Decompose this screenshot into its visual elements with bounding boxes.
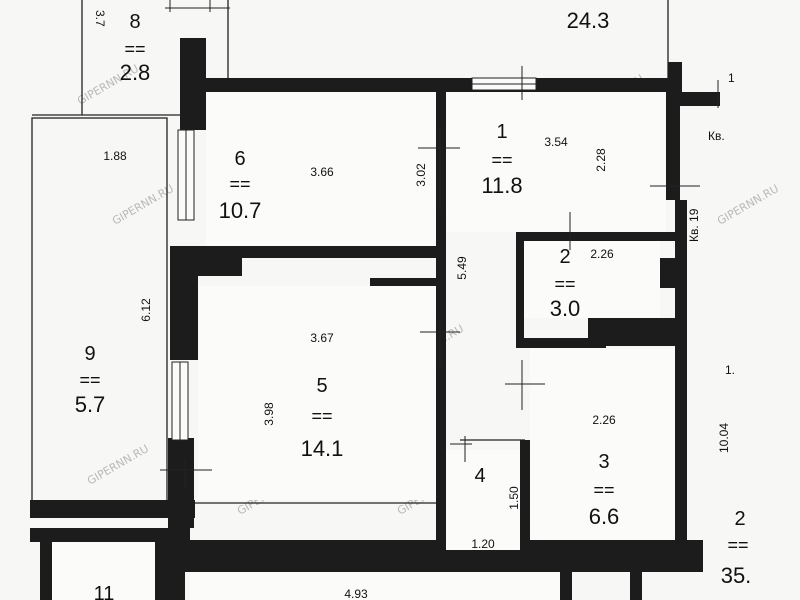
window-mullions (179, 83, 536, 440)
dimension: 2.26 (592, 413, 616, 427)
room-2-interior (524, 241, 660, 318)
walls (30, 38, 720, 600)
dimension: 1.50 (507, 486, 521, 510)
room-area: 5.7 (75, 392, 106, 417)
wall-stub (680, 92, 720, 106)
room-11-interior (52, 542, 155, 600)
dimension: 5.49 (455, 256, 469, 280)
dimension: 3.54 (544, 135, 568, 149)
wall-room6-bottom (190, 246, 436, 258)
dimension: 3.66 (310, 165, 334, 179)
wall-center (436, 86, 446, 556)
wall-room4-right (520, 440, 530, 555)
room-area: 6.6 (589, 504, 620, 529)
room-5-interior (198, 286, 436, 500)
area-marker: == (124, 39, 145, 59)
wall (630, 560, 642, 600)
room-number: 11 (94, 583, 115, 600)
wall-room2-left (516, 232, 524, 342)
area-marker: == (79, 370, 100, 390)
area-marker: == (593, 480, 614, 500)
wall-room3-top (516, 338, 606, 348)
label: Кв. 19 (687, 208, 701, 242)
room-number: 9 (84, 343, 95, 365)
room-area: 10.7 (219, 198, 262, 223)
dimension: 6.12 (139, 298, 153, 322)
wall-right (666, 100, 680, 200)
room-area: 11.8 (481, 173, 522, 198)
door-marks (160, 0, 719, 490)
bottom-room-interior (190, 572, 560, 600)
dimension: 3.98 (262, 402, 276, 426)
labels: 8 == 2.8 3.7 24.3 1 Кв. Кв. 19 1.88 6.12… (75, 8, 752, 600)
dimension: 10.04 (717, 423, 731, 453)
wall (40, 530, 52, 600)
wall (155, 530, 185, 600)
dimension: 4.93 (344, 587, 368, 600)
room-number: 4 (474, 465, 485, 487)
room-6-interior (206, 92, 436, 246)
wall (660, 258, 680, 288)
room-number: 8 (129, 11, 140, 33)
room-number: 2 (559, 246, 570, 268)
wall-room2-top (516, 232, 676, 241)
room-number: 2 (734, 508, 745, 530)
dimension: 3.7 (93, 10, 107, 27)
label: Кв. (708, 129, 725, 143)
dimension: 2.26 (590, 247, 614, 261)
area-marker: == (229, 174, 250, 194)
room-number: 1 (496, 121, 507, 143)
wall-right-lower (675, 200, 687, 560)
dimension: 3.02 (414, 163, 428, 187)
room-4-interior (446, 450, 520, 550)
room-number: 5 (316, 375, 327, 397)
wall (30, 528, 190, 542)
room-1-interior (446, 92, 666, 232)
wall-bottom (183, 540, 703, 572)
room-number: 6 (234, 148, 245, 170)
room-number: 3 (598, 451, 609, 473)
room-interiors (52, 92, 675, 600)
watermark: GIPERNN.RU (715, 182, 781, 228)
top-room-area: 24.3 (567, 8, 610, 33)
label: 1 (728, 71, 735, 85)
area-marker: == (311, 406, 332, 426)
room-area: 2.8 (120, 60, 151, 85)
area-marker: == (554, 274, 575, 294)
area-marker: == (727, 535, 748, 555)
wall (560, 560, 572, 600)
label: 1. (725, 363, 735, 377)
room-3-interior (530, 348, 675, 540)
watermark: GIPERNN.RU (85, 442, 151, 488)
room-area: 14.1 (301, 436, 344, 461)
dimension: 3.67 (310, 331, 334, 345)
wall (668, 62, 682, 102)
dimension: 1.88 (103, 149, 127, 163)
wall (170, 250, 198, 360)
dimension: 2.28 (594, 148, 608, 172)
wall-top (180, 78, 675, 92)
dimension: 1.20 (471, 537, 495, 551)
room-area: 3.0 (550, 296, 581, 321)
area-marker: == (491, 150, 512, 170)
watermark: GIPERNN.RU (110, 182, 176, 228)
room-area: 35. (721, 563, 752, 588)
wall-bottom-left (30, 500, 195, 518)
